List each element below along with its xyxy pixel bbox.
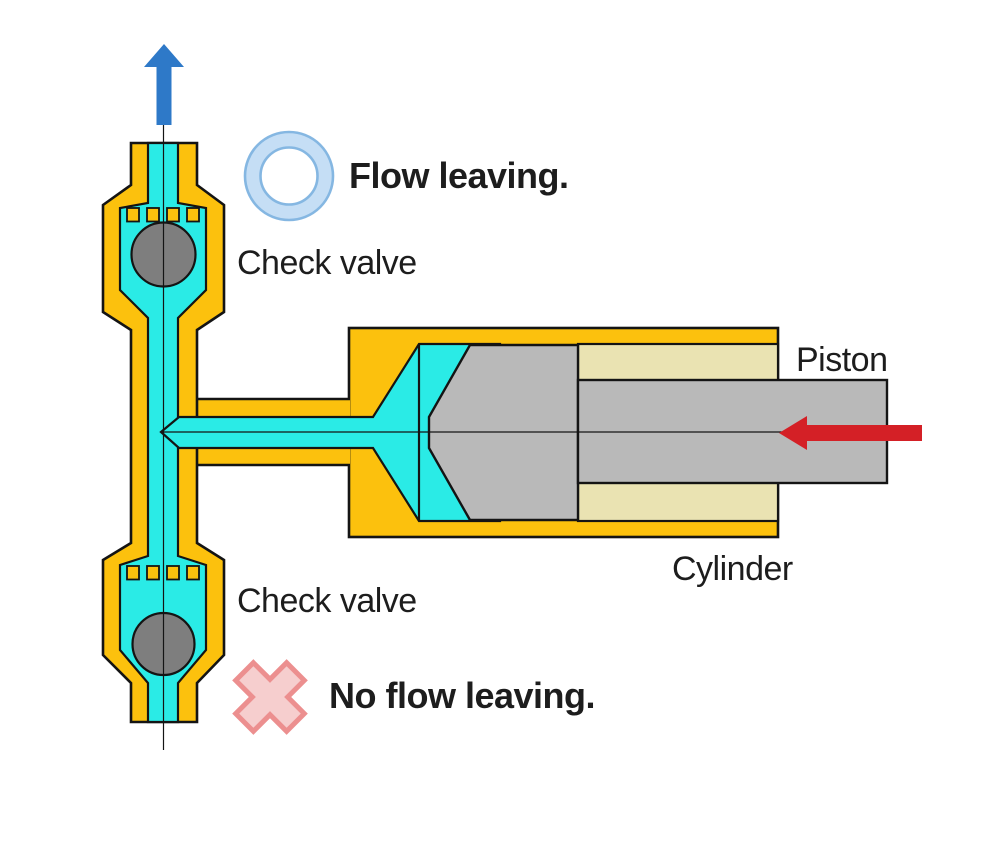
check-valve-bottom-retainer xyxy=(126,565,200,581)
check-valve-top-retainer xyxy=(126,207,200,223)
no-flow-leaving-label: No flow leaving. xyxy=(329,675,596,716)
cross-icon xyxy=(232,659,308,735)
piston-label: Piston xyxy=(796,341,888,379)
check-valve-top-label: Check valve xyxy=(237,244,417,282)
arrow-up-icon xyxy=(144,44,184,125)
cylinder-label: Cylinder xyxy=(672,550,793,588)
open-ring-icon xyxy=(243,130,335,222)
flow-leaving-label: Flow leaving. xyxy=(349,155,569,196)
arrow-left-icon xyxy=(779,416,922,450)
check-valve-bottom-label: Check valve xyxy=(237,582,417,620)
